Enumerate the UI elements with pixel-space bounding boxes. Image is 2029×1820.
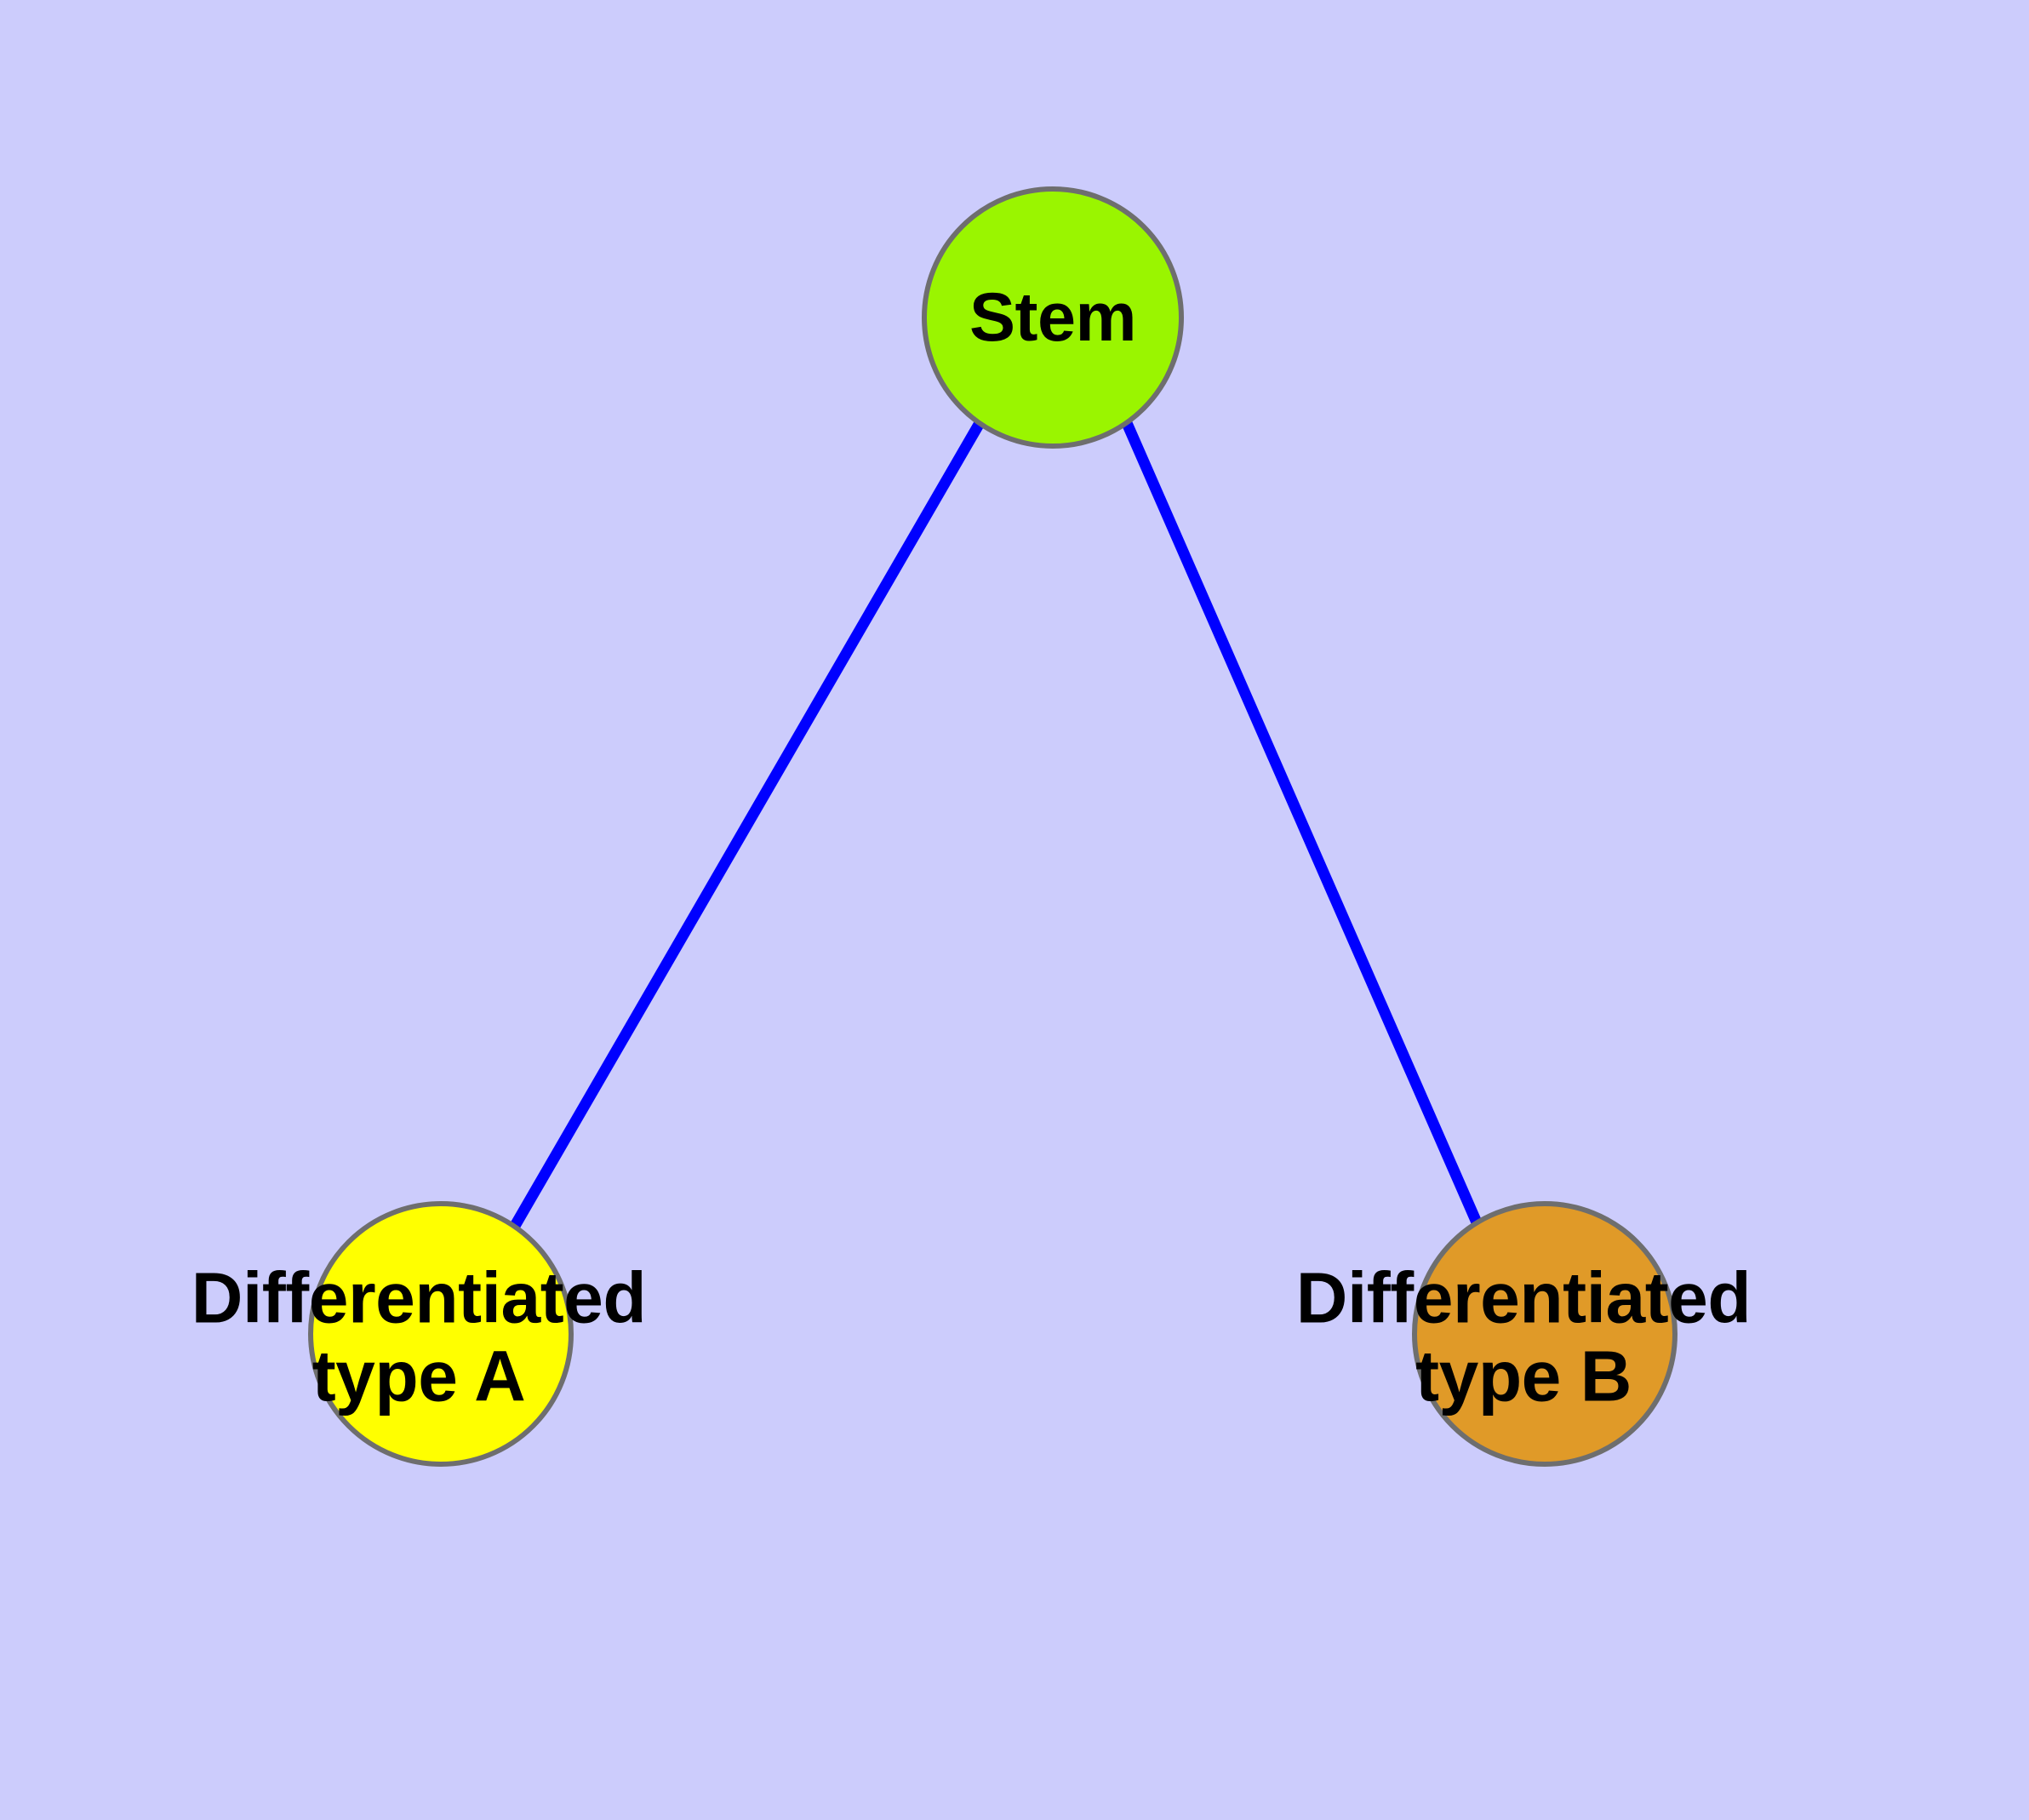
node-circle-type-a[interactable]: [308, 1201, 574, 1467]
edge-stem-to-type-b[interactable]: [1122, 421, 1482, 1225]
node-circle-type-b[interactable]: [1412, 1201, 1677, 1467]
edge-stem-to-type-a[interactable]: [510, 420, 985, 1229]
node-circle-stem[interactable]: [922, 186, 1184, 449]
